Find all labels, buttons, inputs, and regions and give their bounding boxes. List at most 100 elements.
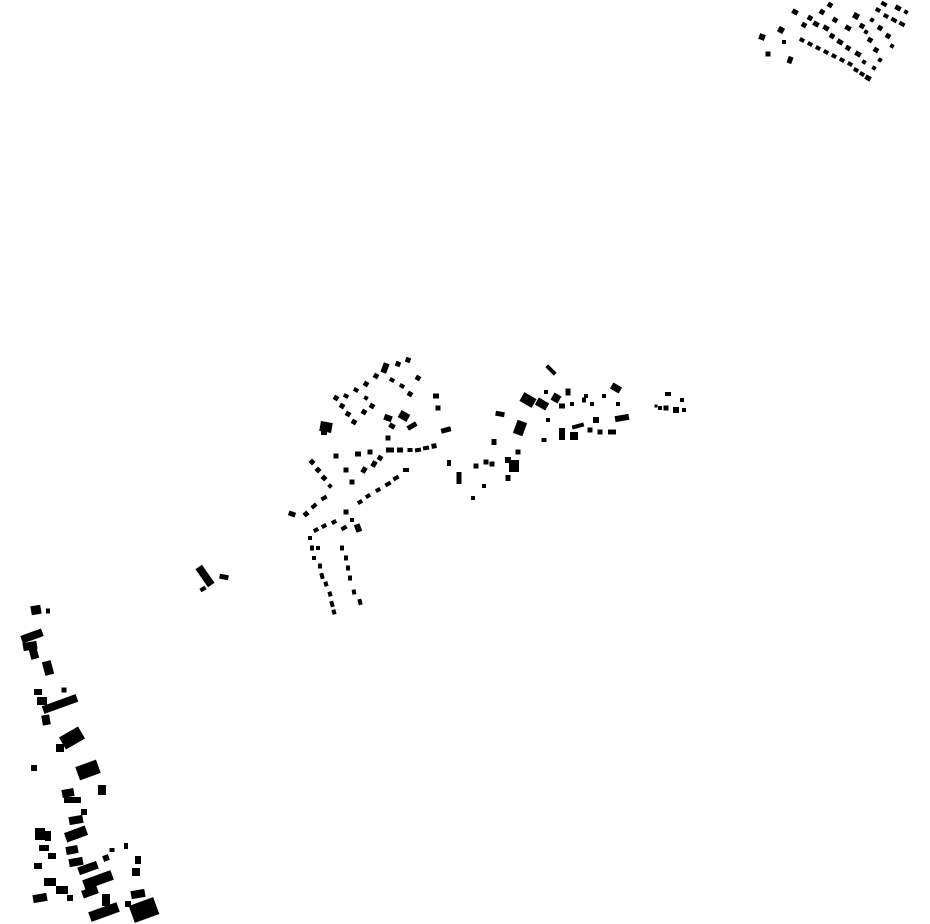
building-footprint	[858, 22, 866, 30]
south-west-town	[20, 604, 160, 923]
building-footprint	[602, 394, 606, 398]
building-footprint	[871, 65, 877, 71]
building-footprint	[344, 555, 348, 561]
building-footprint	[370, 460, 378, 468]
building-footprint	[219, 573, 229, 581]
building-footprint	[340, 524, 348, 532]
building-footprint	[364, 493, 372, 499]
building-footprint	[98, 785, 106, 795]
building-footprint	[388, 377, 396, 383]
building-footprint	[806, 14, 814, 22]
building-footprint	[512, 419, 528, 437]
building-footprint	[798, 37, 806, 43]
building-footprint	[435, 405, 441, 411]
building-footprint	[343, 509, 349, 515]
building-footprint	[348, 575, 352, 581]
building-footprint	[673, 407, 679, 413]
building-footprint	[346, 565, 350, 571]
building-footprint	[482, 484, 486, 488]
building-footprint	[63, 825, 89, 843]
building-footprint	[609, 382, 623, 394]
building-footprint	[56, 744, 64, 752]
building-footprint	[350, 518, 354, 522]
building-footprint	[386, 447, 394, 453]
building-footprint	[330, 519, 338, 525]
building-footprint	[320, 474, 328, 482]
building-footprint	[471, 496, 475, 500]
building-footprint	[392, 474, 400, 482]
building-footprint	[828, 32, 836, 40]
building-footprint	[550, 392, 562, 404]
building-footprint	[473, 463, 479, 469]
building-footprint	[353, 523, 363, 533]
building-footprint	[44, 878, 56, 886]
building-footprint	[385, 435, 391, 441]
building-footprint	[61, 687, 67, 693]
building-footprint	[565, 388, 571, 396]
building-footprint	[81, 809, 87, 815]
building-footprint	[509, 460, 519, 472]
building-footprint	[333, 453, 339, 459]
building-footprint	[791, 8, 799, 16]
building-footprint	[406, 390, 414, 398]
building-footprint	[404, 356, 412, 364]
building-footprint	[397, 410, 411, 422]
building-footprint	[403, 468, 409, 472]
building-footprint	[199, 585, 207, 593]
building-footprint	[109, 848, 115, 852]
building-footprint	[541, 438, 547, 442]
building-footprint	[342, 393, 350, 399]
building-footprint	[495, 410, 505, 418]
building-footprint	[350, 418, 358, 426]
building-footprint	[831, 16, 839, 24]
building-footprint	[41, 694, 79, 714]
building-footprint	[130, 888, 146, 900]
building-footprint	[582, 397, 586, 403]
building-footprint	[544, 390, 548, 394]
building-footprint	[321, 429, 327, 435]
building-footprint	[195, 564, 215, 588]
building-footprint	[374, 487, 382, 493]
building-footprint	[663, 405, 669, 411]
building-footprint	[433, 393, 439, 399]
building-footprint	[125, 901, 131, 907]
building-footprint	[314, 466, 322, 474]
building-footprint	[407, 448, 413, 452]
building-footprint	[327, 591, 333, 597]
building-footprint	[872, 46, 880, 54]
building-footprint	[877, 57, 883, 63]
building-footprint	[102, 854, 110, 862]
building-footprint	[363, 395, 369, 401]
building-footprint	[483, 459, 489, 465]
building-footprint	[71, 797, 81, 803]
building-footprint	[880, 0, 888, 8]
building-footprint	[570, 402, 574, 406]
building-footprint	[376, 454, 384, 462]
building-footprint	[332, 394, 340, 402]
building-footprint	[456, 472, 462, 484]
building-footprint	[316, 546, 320, 550]
building-footprint	[447, 460, 451, 466]
building-footprint	[30, 604, 42, 616]
building-footprint	[614, 413, 630, 423]
building-footprint	[587, 427, 593, 433]
building-footprint	[312, 527, 320, 533]
central-settlement	[287, 356, 686, 615]
building-footprint	[838, 57, 846, 63]
building-footprint	[302, 510, 310, 518]
building-footprint	[852, 67, 860, 73]
building-footprint	[22, 640, 38, 652]
building-footprint	[310, 545, 314, 551]
building-footprint	[559, 428, 565, 440]
building-footprint	[515, 449, 521, 455]
building-footprint	[680, 398, 684, 402]
building-footprint	[800, 21, 808, 29]
building-footprint	[851, 11, 861, 21]
building-footprint	[34, 863, 42, 869]
building-footprint	[406, 421, 418, 431]
building-footprint	[340, 545, 344, 551]
building-footprint	[356, 499, 364, 505]
building-footprint	[329, 600, 335, 608]
building-footprint	[362, 380, 370, 388]
